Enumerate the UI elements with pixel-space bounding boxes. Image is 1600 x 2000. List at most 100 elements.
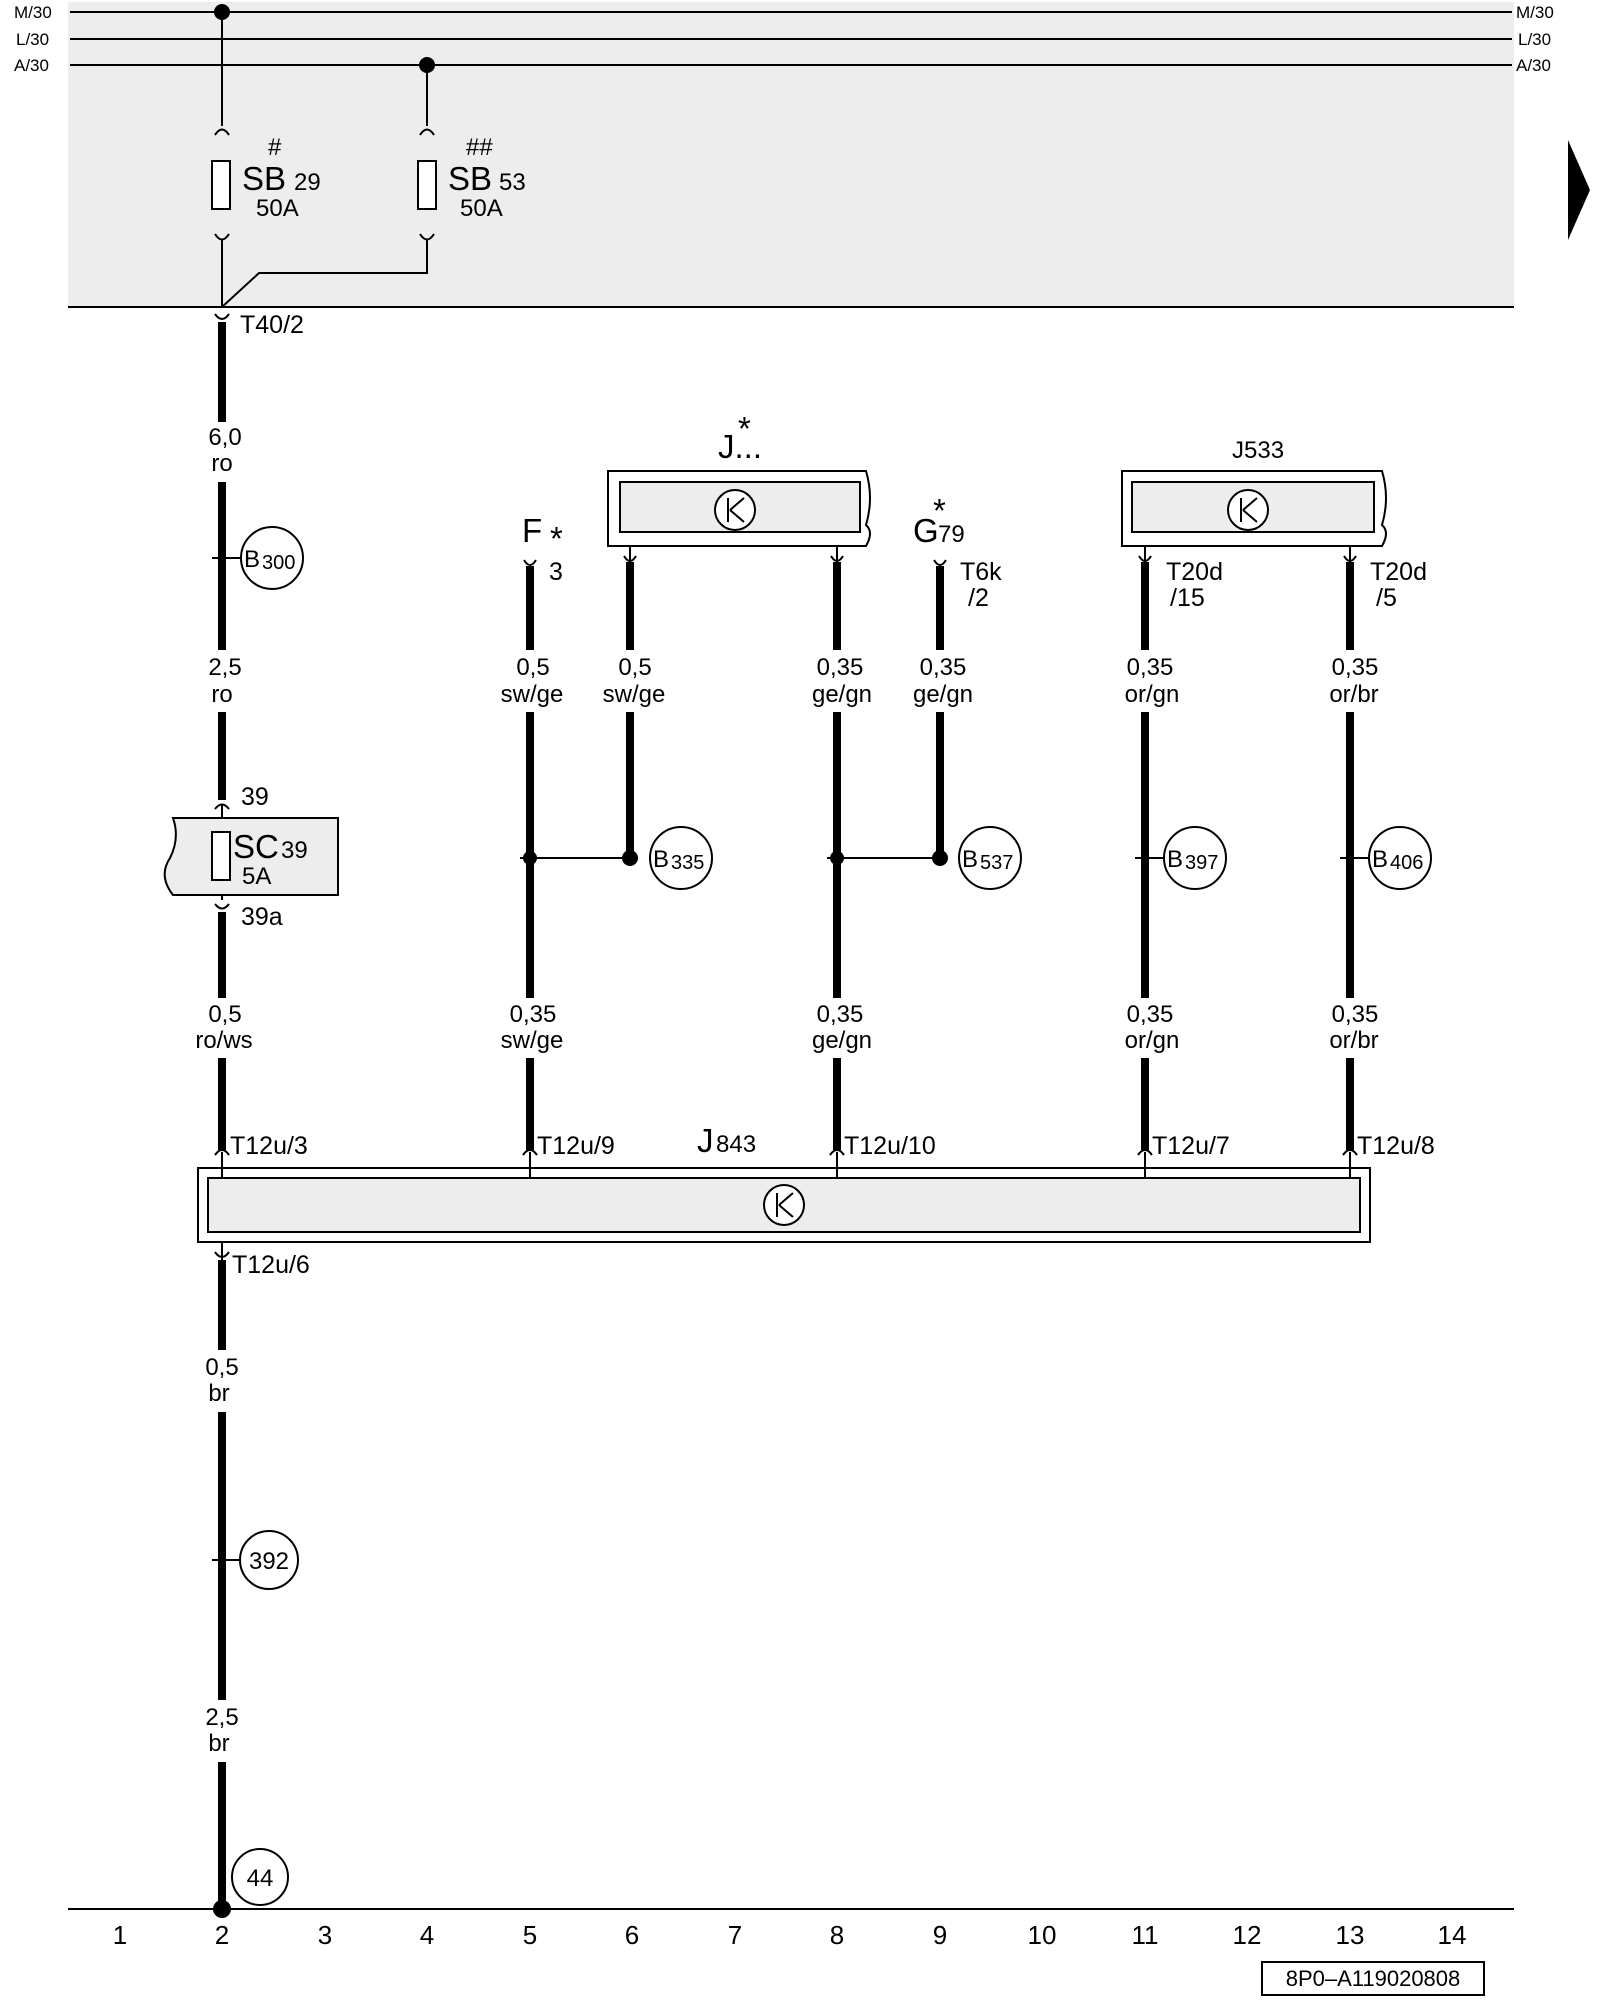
- wire-col11-top-size: 0,35: [1127, 654, 1174, 681]
- doc-id: 8P0–A119020808: [1286, 1966, 1461, 1991]
- bus-label-left-a30: A/30: [14, 56, 49, 75]
- wire-col11-bot-color: or/gn: [1125, 1027, 1180, 1054]
- fuse-sc39-name: SC: [233, 828, 279, 865]
- j843-pin-t12u-3: T12u/3: [230, 1132, 308, 1160]
- fuse-sb53-num: 53: [499, 169, 526, 196]
- wire-col2-seg1-color: ro: [211, 450, 232, 477]
- fuse-sb29-mark: #: [268, 134, 282, 161]
- fuse-sb53-name: SB: [448, 160, 492, 197]
- component-f-pin: 3: [549, 558, 563, 586]
- bus-label-left-m30: M/30: [14, 3, 52, 22]
- bus-label-right-m30: M/30: [1516, 3, 1554, 22]
- wire-col8-bot-size: 0,35: [817, 1001, 864, 1028]
- fuse-sb29-rating: 50A: [256, 195, 299, 222]
- wire-col2-seg2-color: ro: [211, 681, 232, 708]
- doc-id-box: [1261, 1961, 1485, 1996]
- wire-col2-seg4-size: 0,5: [208, 1001, 241, 1028]
- j843-pin-t12u-6: T12u/6: [232, 1251, 310, 1279]
- component-j-star-name: J...: [718, 428, 762, 465]
- wire-col8-top-color: ge/gn: [812, 681, 872, 708]
- j843-pin-t12u-8: T12u/8: [1357, 1132, 1435, 1160]
- wire-col2-seg2-size: 2,5: [208, 654, 241, 681]
- wire-col5-bot-size: 0,35: [510, 1001, 557, 1028]
- badge-44: 44: [231, 1848, 289, 1906]
- connector-t40-2: [214, 313, 230, 320]
- col-num-1: 1: [113, 1920, 127, 1950]
- wire-col8-bot-color: ge/gn: [812, 1027, 872, 1054]
- svg-text:406: 406: [1390, 852, 1423, 874]
- col-num-2: 2: [215, 1920, 229, 1950]
- wire-col9-size: 0,35: [920, 654, 967, 681]
- continuation-arrow-icon: [1568, 140, 1590, 240]
- bus-label-right-a30: A/30: [1516, 56, 1551, 75]
- wire-col2-seg1-size: 6,0: [208, 424, 241, 451]
- col-num-9: 9: [933, 1920, 947, 1950]
- j533-pin2-b: /5: [1376, 584, 1397, 612]
- wire-col2-seg6-color: br: [208, 1380, 229, 1407]
- svg-text:335: 335: [671, 852, 704, 874]
- j843-pin-t12u-9: T12u/9: [537, 1132, 615, 1160]
- j533-pin2-a: T20d: [1370, 558, 1427, 586]
- transistor-icon-j843: [763, 1184, 805, 1226]
- col-num-4: 4: [420, 1920, 434, 1950]
- component-g79-pin1: T6k: [960, 558, 1002, 586]
- fuse-sc39-rating: 5A: [242, 863, 271, 890]
- wire-col11-top-color: or/gn: [1125, 681, 1180, 708]
- component-j533-name: J533: [1232, 437, 1284, 464]
- col-num-12: 12: [1233, 1920, 1262, 1950]
- wire-col2-seg6-size: 0,5: [205, 1354, 238, 1381]
- transistor-icon: [714, 489, 756, 531]
- col-num-13: 13: [1336, 1920, 1365, 1950]
- j843-pin-t12u-7: T12u/7: [1152, 1132, 1230, 1160]
- col-num-14: 14: [1438, 1920, 1467, 1950]
- wire-col13-bot-color: or/br: [1329, 1027, 1378, 1054]
- fuse-box-area: [68, 2, 1514, 308]
- fuse-sc39-box: [163, 817, 339, 896]
- component-j843-num: 843: [716, 1131, 756, 1158]
- wire-col5-top-size: 0,5: [516, 654, 549, 681]
- component-g79-star: *: [933, 492, 946, 529]
- wire-col13-top-size: 0,35: [1332, 654, 1379, 681]
- badge-b300: B 300: [222, 526, 304, 590]
- svg-text:B: B: [653, 846, 669, 873]
- fuse-sb29-name: SB: [242, 160, 286, 197]
- fuse-sb53: [221, 65, 437, 308]
- wire-col2-seg7-color: br: [208, 1730, 229, 1757]
- component-j843-name: J: [697, 1122, 714, 1159]
- svg-text:B: B: [1167, 846, 1183, 873]
- component-f-name: F: [522, 512, 542, 549]
- svg-text:300: 300: [262, 552, 295, 574]
- fuse-sb53-rating: 50A: [460, 195, 503, 222]
- wire-col11-bot-size: 0,35: [1127, 1001, 1174, 1028]
- badge-b406: B 406: [1350, 826, 1432, 890]
- component-j-star-mark: *: [738, 410, 751, 447]
- sc39-pin-bottom: 39a: [241, 903, 283, 931]
- j533-pin1-a: T20d: [1166, 558, 1223, 586]
- j533-pin1-b: /15: [1170, 584, 1205, 612]
- fuse-sb29: [211, 12, 231, 307]
- col-num-10: 10: [1028, 1920, 1057, 1950]
- col-num-6: 6: [625, 1920, 639, 1950]
- svg-text:537: 537: [980, 852, 1013, 874]
- fuse-sb29-num: 29: [294, 169, 321, 196]
- svg-text:B: B: [244, 546, 260, 573]
- wire-col8-top-size: 0,35: [817, 654, 864, 681]
- column-numbers: 1 2 3 4 5 6 7 8 9 10 11 12 13 14: [113, 1920, 1467, 1950]
- component-g79-name: G: [913, 512, 939, 549]
- wire-col2-seg4-color: ro/ws: [195, 1027, 252, 1054]
- col-num-3: 3: [318, 1920, 332, 1950]
- col-num-7: 7: [728, 1920, 742, 1950]
- svg-text:44: 44: [247, 1865, 274, 1892]
- transistor-icon-j533: [1227, 489, 1269, 531]
- badge-b397: B 397: [1145, 826, 1227, 890]
- component-g79-pin2: /2: [968, 584, 989, 612]
- badge-392: 392: [222, 1530, 299, 1590]
- terminal-t40-2: T40/2: [240, 311, 304, 339]
- svg-text:397: 397: [1185, 852, 1218, 874]
- svg-text:B: B: [1372, 846, 1388, 873]
- badge-b537: B 537: [958, 826, 1022, 890]
- badge-b335: B 335: [649, 826, 713, 890]
- wire-col13-bot-size: 0,35: [1332, 1001, 1379, 1028]
